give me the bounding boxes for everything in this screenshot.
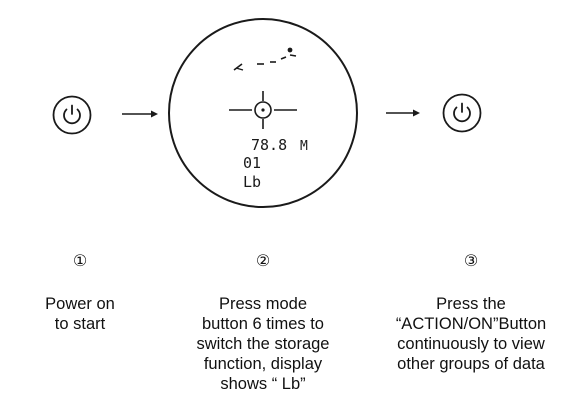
- step-3-caption: ③ Press the “ACTION/ON”Button continuous…: [366, 232, 576, 374]
- step-3-description: Press the “ACTION/ON”Button continuously…: [395, 295, 547, 373]
- step-1-number: ①: [72, 253, 88, 270]
- arrow-right-icon: [122, 110, 158, 118]
- distance-readout: 78.8: [251, 136, 287, 154]
- crosshair-icon: [229, 91, 297, 129]
- step-2-number: ②: [255, 253, 271, 270]
- step-1-description: Power on to start: [45, 295, 115, 333]
- step-1-caption: ① Power on to start: [10, 232, 150, 334]
- power-button-left[interactable]: [52, 95, 92, 135]
- arrow-right-icon: [386, 109, 420, 117]
- group-readout: 01: [243, 154, 261, 172]
- power-icon: [453, 102, 471, 123]
- power-button-right[interactable]: [442, 93, 482, 133]
- unit-readout: M: [300, 139, 308, 154]
- mode-readout: Lb: [243, 173, 261, 191]
- viewfinder-display: 78.8 M 01 Lb: [168, 18, 358, 208]
- step-2-description: Press mode button 6 times to switch the …: [196, 295, 330, 393]
- power-icon: [63, 104, 81, 125]
- step-3-number: ③: [463, 253, 479, 270]
- scan-indicator-icon: [233, 47, 297, 71]
- step-2-caption: ② Press mode button 6 times to switch th…: [178, 232, 348, 394]
